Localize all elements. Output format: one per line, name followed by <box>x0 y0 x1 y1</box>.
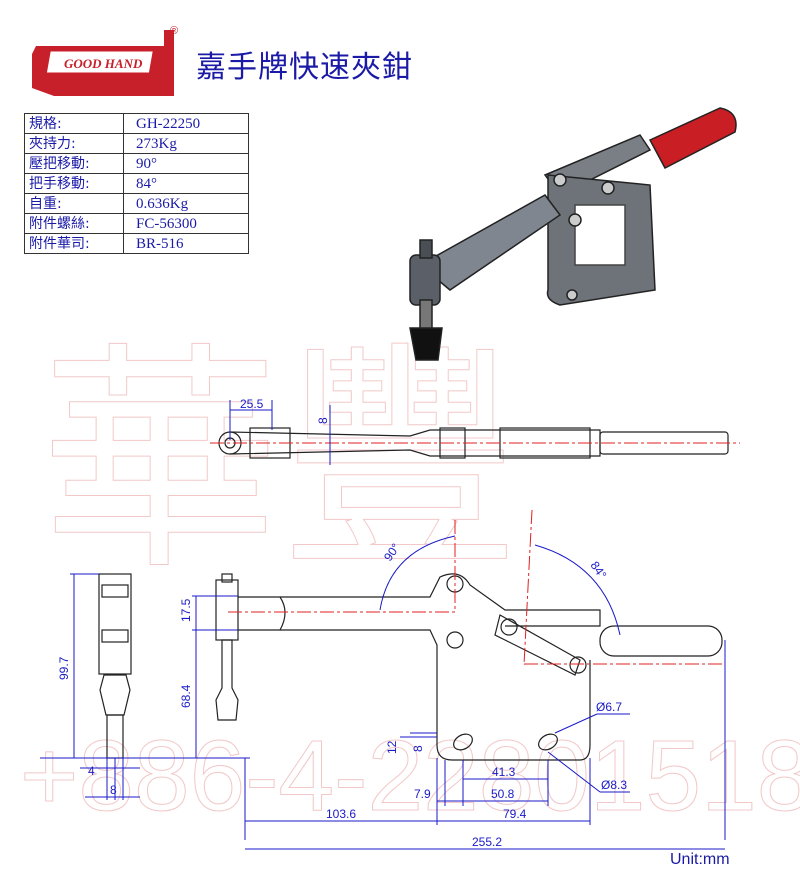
spec-label: 附件華司: <box>24 233 124 254</box>
dim-99-7: 99.7 <box>57 656 71 680</box>
spec-label: 夾持力: <box>24 133 124 154</box>
logo-text: GOOD HAND <box>64 56 143 71</box>
dim-103-6: 103.6 <box>326 807 356 821</box>
watermark-chars: 華豐 <box>40 328 520 596</box>
dim-top-8: 8 <box>316 417 330 424</box>
spec-row: 夾持力:273Kg <box>24 133 249 154</box>
spec-row: 附件華司:BR-516 <box>24 233 249 254</box>
centerlines <box>228 509 725 666</box>
spec-value: 0.636Kg <box>123 193 249 214</box>
clamp-3d-render <box>409 107 737 361</box>
dim-8-hole: 8 <box>411 745 425 752</box>
spec-row: 附件螺絲:FC-56300 <box>24 213 249 234</box>
spec-label: 自重: <box>24 193 124 214</box>
spec-value: FC-56300 <box>123 213 249 234</box>
dim-255-2: 255.2 <box>472 835 502 849</box>
dim-68-4: 68.4 <box>179 684 193 708</box>
dim-phi-6-7: Ø6.7 <box>596 700 622 714</box>
watermark-phone: +886-4-22801518 <box>20 720 800 832</box>
page-title: 嘉手牌快速夾鉗 <box>196 50 413 85</box>
dim-79-4: 79.4 <box>503 807 527 821</box>
spec-label: 把手移動: <box>24 173 124 194</box>
spec-value: 90° <box>123 153 249 174</box>
top-view <box>210 427 740 459</box>
spec-value: 273Kg <box>123 133 249 154</box>
angle-84: 84° <box>588 559 610 582</box>
dim-7-9: 7.9 <box>414 787 431 801</box>
spec-label: 附件螺絲: <box>24 213 124 234</box>
spec-value: GH-22250 <box>123 113 249 134</box>
dim-8-side: 8 <box>110 783 117 797</box>
dim-50-8: 50.8 <box>491 787 515 801</box>
good-hand-logo: GOOD HAND ® <box>24 24 184 104</box>
spec-value: 84° <box>123 173 249 194</box>
watermark: 華豐 +886-4-22801518 <box>20 328 800 833</box>
dim-4: 4 <box>88 764 95 778</box>
dim-12: 12 <box>385 740 399 754</box>
spec-row: 把手移動:84° <box>24 173 249 194</box>
front-dimensions <box>192 535 726 850</box>
dim-phi-8-3: Ø8.3 <box>601 778 627 792</box>
spec-label: 規格: <box>24 113 124 134</box>
spec-value: BR-516 <box>123 233 249 254</box>
spec-table: 規格:GH-22250 夾持力:273Kg 壓把移動:90° 把手移動:84° … <box>24 113 249 254</box>
dim-25-5: 25.5 <box>240 397 264 411</box>
spec-row: 規格:GH-22250 <box>24 113 249 134</box>
unit-label: Unit:mm <box>670 851 730 868</box>
spec-row: 壓把移動:90° <box>24 153 249 174</box>
registered-mark: ® <box>170 25 178 37</box>
top-view-dimensions <box>229 400 331 465</box>
spec-row: 自重:0.636Kg <box>24 193 249 214</box>
dim-41-3: 41.3 <box>492 765 516 779</box>
dim-17-5: 17.5 <box>179 598 193 622</box>
spec-label: 壓把移動: <box>24 153 124 174</box>
